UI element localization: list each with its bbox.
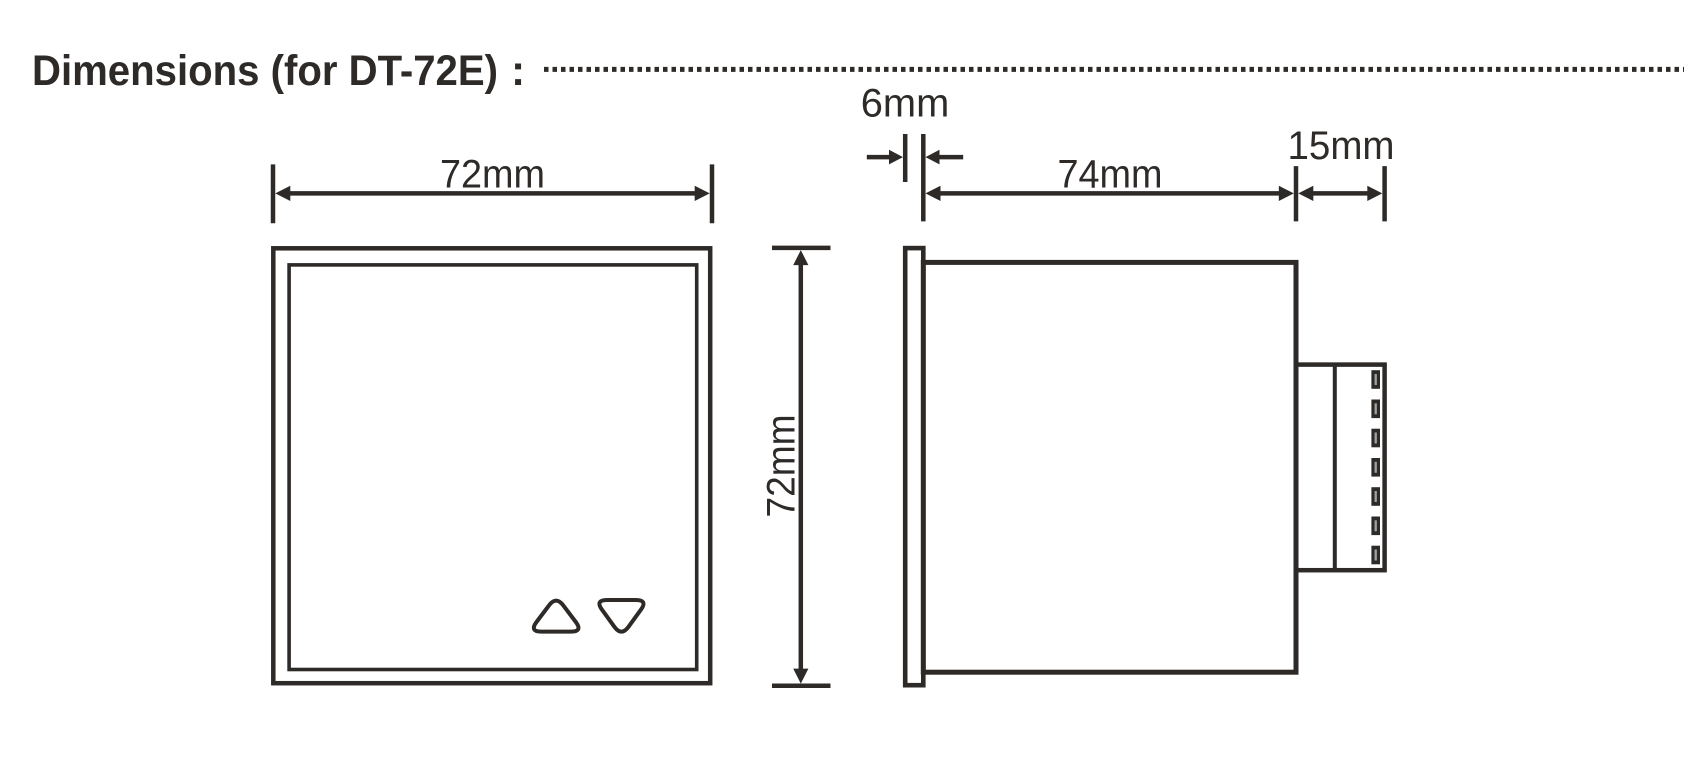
svg-text::: : bbox=[511, 48, 525, 95]
svg-text:15mm: 15mm bbox=[1288, 124, 1395, 168]
svg-text:6mm: 6mm bbox=[861, 82, 950, 126]
svg-text:74mm: 74mm bbox=[1058, 152, 1163, 196]
svg-text:72mm: 72mm bbox=[760, 415, 804, 518]
svg-text:Dimensions (for DT-72E): Dimensions (for DT-72E) bbox=[32, 48, 498, 95]
svg-text:72mm: 72mm bbox=[440, 152, 545, 196]
